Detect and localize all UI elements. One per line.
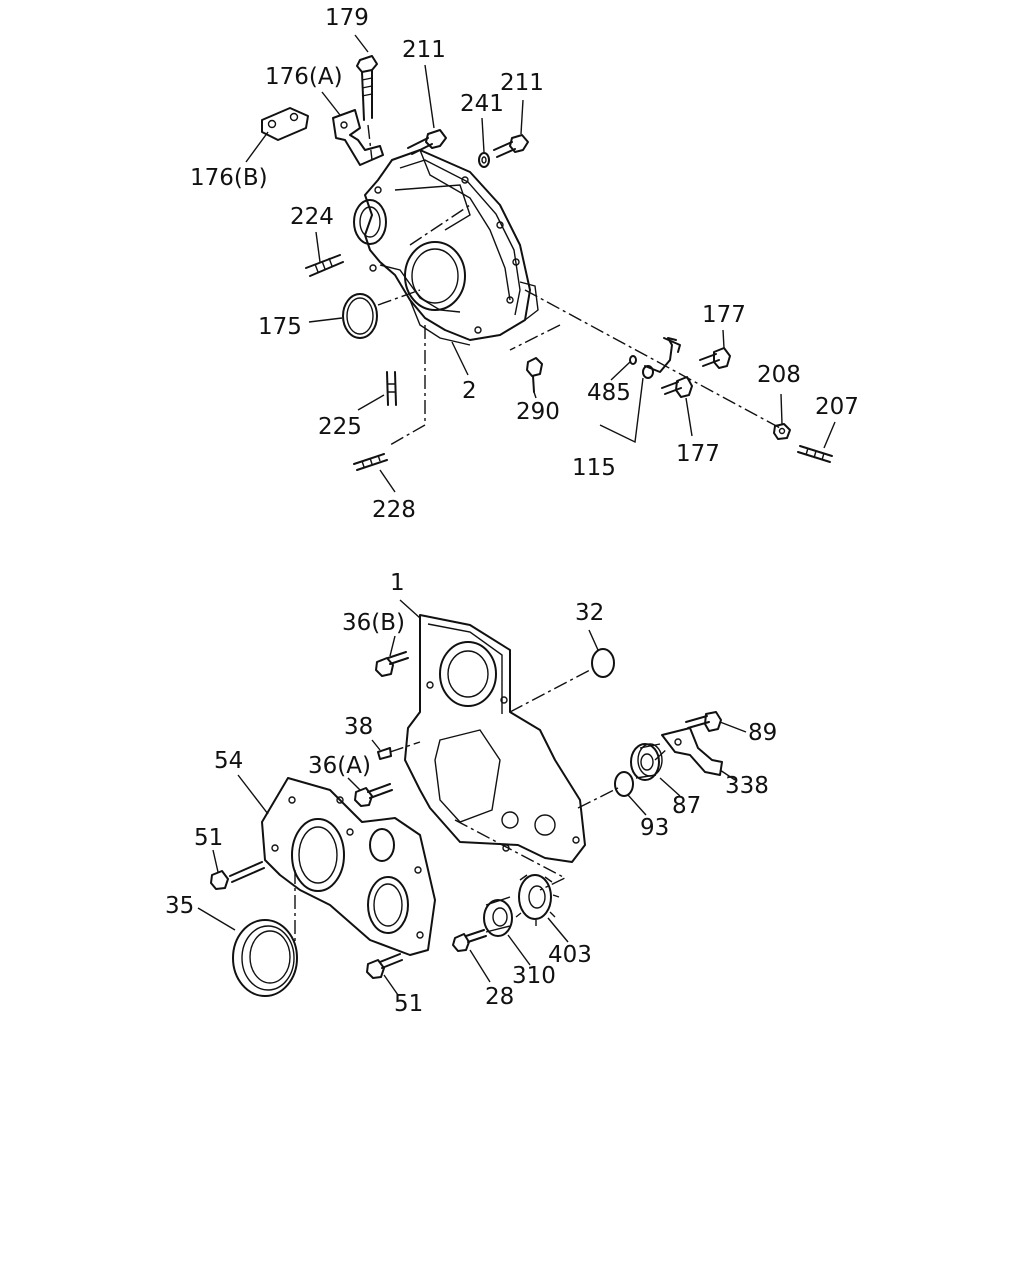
callout-177-upper: 177 xyxy=(702,302,746,328)
flywheel-housing-assembly xyxy=(261,55,833,471)
bracket-176a xyxy=(332,109,384,166)
front-cover-assembly xyxy=(210,614,723,997)
pulley-87 xyxy=(630,743,663,781)
assembly-line-228 xyxy=(389,325,426,446)
callout-175: 175 xyxy=(258,314,302,340)
ring-93 xyxy=(614,771,634,797)
callout-115: 115 xyxy=(572,455,616,481)
callout-179: 179 xyxy=(325,5,369,31)
callout-87: 87 xyxy=(672,793,701,819)
assembly-line-housing-nut xyxy=(524,289,781,429)
bracket-338 xyxy=(661,727,723,776)
assembly-line-338 xyxy=(654,747,669,761)
callout-485: 485 xyxy=(587,380,631,406)
callout-38: 38 xyxy=(344,714,373,740)
callout-32: 32 xyxy=(575,600,604,626)
leader-lines xyxy=(197,34,836,996)
stud-224 xyxy=(305,254,344,277)
assembly-line-175 xyxy=(377,289,421,306)
bracket-176b xyxy=(261,107,309,141)
callout-35: 35 xyxy=(165,893,194,919)
callout-310: 310 xyxy=(512,963,556,989)
callout-224: 224 xyxy=(290,204,334,230)
callout-89: 89 xyxy=(748,720,777,746)
bolt-36a xyxy=(354,783,393,807)
callout-177-lower: 177 xyxy=(676,441,720,467)
callout-176a: 176(A) xyxy=(265,64,343,90)
bolt-290 xyxy=(526,357,543,393)
bolt-177-upper xyxy=(699,347,731,369)
callout-211-right: 211 xyxy=(500,70,544,96)
callout-241: 241 xyxy=(460,91,504,117)
flywheel-housing xyxy=(353,149,539,346)
gear-403 xyxy=(515,874,560,926)
bolt-51-upper xyxy=(210,861,265,890)
callout-51-lower: 51 xyxy=(394,991,423,1017)
assembly-line-32 xyxy=(509,669,591,713)
bolt-51-lower xyxy=(366,953,403,979)
ring-32 xyxy=(591,648,615,678)
assembly-line-38 xyxy=(389,741,421,753)
callout-labels: 179 176(A) 211 241 211 176(B) 224 175 2 … xyxy=(165,5,859,1017)
bolt-28 xyxy=(452,929,487,952)
callout-207: 207 xyxy=(815,394,859,420)
bolt-211-left xyxy=(407,129,447,155)
callout-93: 93 xyxy=(640,815,669,841)
bolt-211-right xyxy=(493,134,529,158)
callout-403: 403 xyxy=(548,942,592,968)
stud-225 xyxy=(386,371,397,406)
rear-plate-54 xyxy=(261,777,436,956)
oil-seal-35 xyxy=(232,919,298,997)
nut-208 xyxy=(773,423,791,440)
stud-207 xyxy=(797,445,833,463)
assembly-line-179 xyxy=(367,124,373,161)
assembly-line-housing-290 xyxy=(509,324,561,351)
callout-2: 2 xyxy=(462,378,477,404)
bolt-179 xyxy=(356,55,378,121)
bolt-177-lower xyxy=(661,376,693,398)
bolt-89 xyxy=(685,711,722,732)
callout-211-left: 211 xyxy=(402,37,446,63)
callout-225: 225 xyxy=(318,414,362,440)
front-plate-1 xyxy=(404,614,586,863)
seal-ring-175 xyxy=(342,293,378,339)
callout-228: 228 xyxy=(372,497,416,523)
callout-290: 290 xyxy=(516,399,560,425)
callout-176b: 176(B) xyxy=(190,165,268,191)
callout-1: 1 xyxy=(390,570,405,596)
washer-241 xyxy=(478,152,490,168)
assembly-line-93 xyxy=(577,787,619,809)
callout-51-upper: 51 xyxy=(194,825,223,851)
hub-310 xyxy=(483,896,513,937)
callout-28: 28 xyxy=(485,984,514,1010)
callout-54: 54 xyxy=(214,748,243,774)
stud-228 xyxy=(353,453,388,471)
fitting-485 xyxy=(629,337,681,379)
callout-36b: 36(B) xyxy=(342,610,405,636)
callout-36a: 36(A) xyxy=(308,753,371,779)
callout-208: 208 xyxy=(757,362,801,388)
callout-338: 338 xyxy=(725,773,769,799)
pin-38 xyxy=(377,747,392,760)
bolt-36b xyxy=(375,651,409,677)
